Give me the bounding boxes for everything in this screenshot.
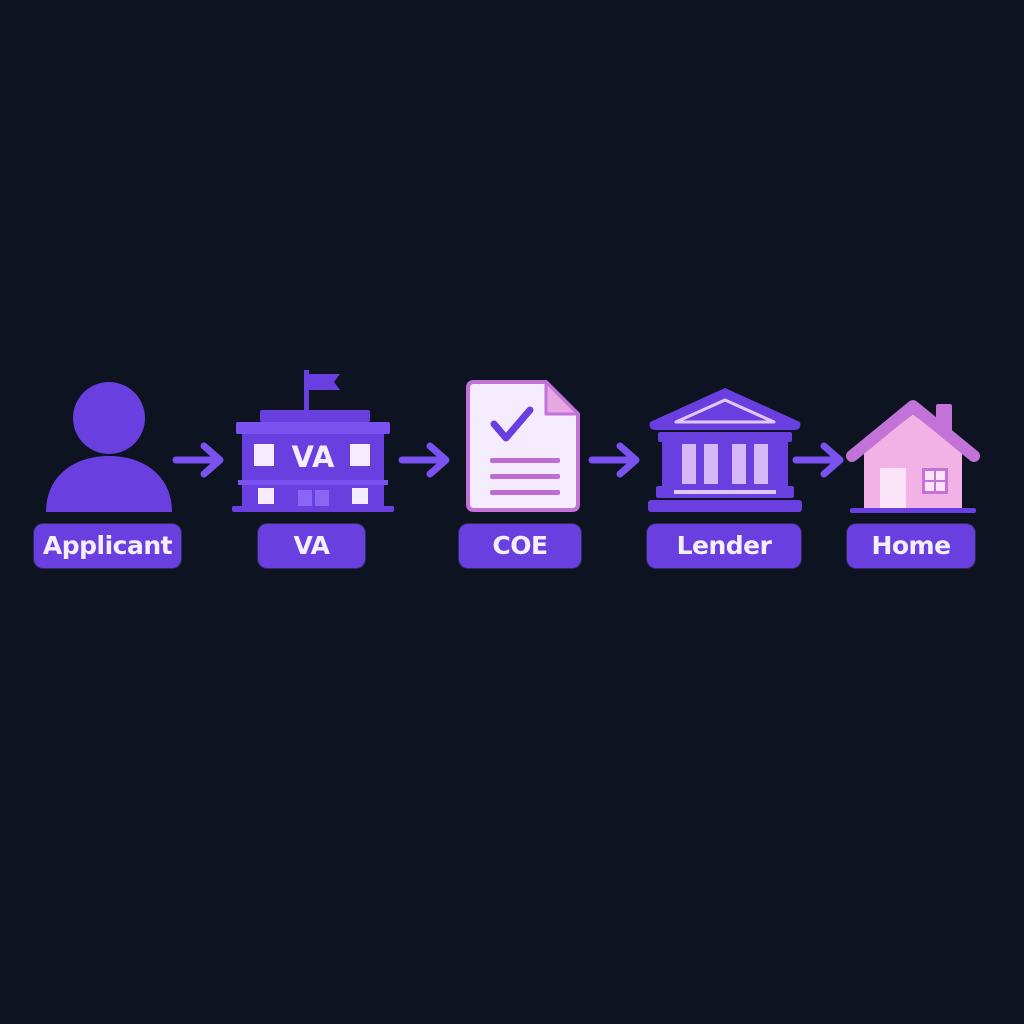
house-icon (846, 396, 980, 516)
arrow-right-icon (588, 440, 644, 485)
step-label-home: Home (847, 524, 975, 568)
arrow-right-icon (398, 440, 454, 485)
step-label-va: VA (258, 524, 365, 568)
step-label-lender: Lender (647, 524, 801, 568)
bank-icon (644, 384, 806, 514)
certificate-document-icon (466, 380, 582, 514)
arrow-right-icon (792, 440, 848, 485)
step-label-applicant: Applicant (34, 524, 181, 568)
person-icon (44, 380, 174, 516)
va-sign-text: VA (292, 440, 335, 474)
arrow-right-icon (172, 440, 228, 485)
step-label-coe: COE (459, 524, 581, 568)
va-building-icon: VA (230, 366, 396, 516)
